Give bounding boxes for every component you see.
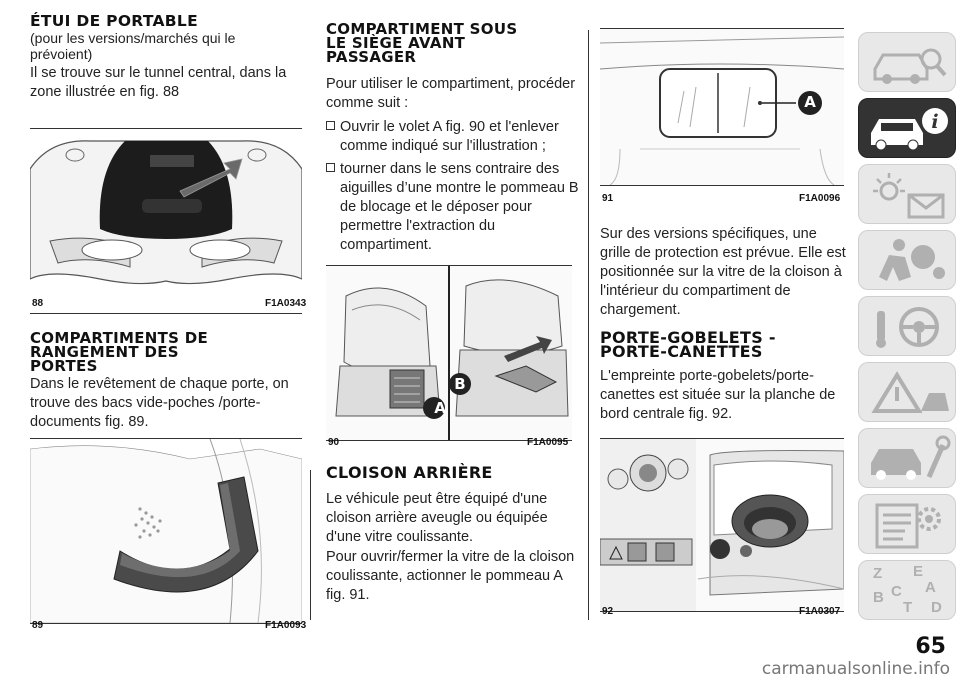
- index-letter: Z: [873, 565, 883, 582]
- section-title-compartiments: COMPARTIMENTS DE RANGEMENT DES PORTES: [30, 329, 209, 375]
- figure-number: 89: [32, 620, 44, 631]
- checkbox-bullet-icon: [326, 163, 335, 172]
- sidebar-tab-index[interactable]: Z E A B C T D: [858, 560, 956, 620]
- figure-code: F1A0307: [799, 606, 841, 617]
- paragraph: Il se trouve sur le tunnel central, dans…: [30, 65, 287, 100]
- door-pocket-illustration: [30, 439, 302, 623]
- index-letter: C: [891, 583, 902, 600]
- title-line: RANGEMENT DES: [30, 343, 179, 361]
- index-letter: B: [873, 589, 884, 606]
- watermark: carmanualsonline.info: [761, 659, 950, 679]
- section-title-sous-siege: COMPARTIMENT SOUS LE SIÈGE AVANT PASSAGE…: [326, 20, 518, 66]
- svg-text:i: i: [931, 111, 938, 133]
- figure-number: 91: [602, 193, 614, 204]
- bullet-text: Ouvrir le volet A fig. 90 et l'enlever c…: [340, 119, 559, 154]
- index-letter: A: [925, 579, 936, 596]
- paragraph: Pour ouvrir/fermer la vitre de la cloiso…: [326, 549, 575, 603]
- figure-number: 90: [328, 437, 340, 448]
- checkbox-bullet-icon: [326, 121, 335, 130]
- title-line: PASSAGER: [326, 48, 417, 66]
- callout-label-a: A: [434, 399, 446, 417]
- callout-label-a: A: [804, 93, 816, 111]
- paragraph: Pour utiliser le compartiment, procéder …: [326, 76, 576, 111]
- airbag-passenger-icon: [879, 239, 945, 281]
- paragraph: L'empreinte porte-gobelets/porte-canette…: [600, 368, 836, 422]
- figure-92: [600, 438, 844, 612]
- figure-number: 92: [602, 606, 614, 617]
- page-number: 65: [915, 634, 946, 659]
- section-title-porte-gobelets: PORTE-GOBELETS - PORTE-CANETTES: [600, 328, 776, 361]
- section-title-etui: ÉTUI DE PORTABLE: [30, 12, 198, 30]
- title-line: LE SIÈGE AVANT: [326, 34, 466, 52]
- warning-lights-icon: [873, 173, 945, 219]
- sidebar-tab-specs[interactable]: [858, 494, 956, 554]
- rear-partition-illustration: [600, 29, 844, 185]
- sidebar-tab-car-search[interactable]: [858, 32, 956, 92]
- warning-triangle-icon: [871, 371, 949, 413]
- figure-89: [30, 438, 302, 624]
- paragraph: Dans le revêtement de chaque porte, on t…: [30, 376, 289, 430]
- index-letter: D: [931, 599, 942, 616]
- sidebar-tab-steering[interactable]: [858, 296, 956, 356]
- title-line: PORTES: [30, 357, 98, 375]
- car-wrench-icon: [871, 435, 951, 480]
- title-line: COMPARTIMENTS DE: [30, 329, 209, 347]
- figure-code: F1A0096: [799, 193, 841, 204]
- bullet-item: Ouvrir le volet A fig. 90 et l'enlever c…: [326, 118, 586, 156]
- bullet-item: tourner dans le sens contraire des aigui…: [326, 160, 586, 255]
- section-title-cloison: CLOISON ARRIÈRE: [326, 463, 493, 482]
- title-line: PORTE-CANETTES: [600, 342, 763, 361]
- index-letter: E: [913, 563, 924, 580]
- paragraph: Sur des versions spécifiques, une grille…: [600, 226, 846, 318]
- sidebar-tab-car-info[interactable]: i: [858, 98, 956, 158]
- car-info-icon: i: [871, 108, 948, 151]
- figure-88: [30, 128, 302, 314]
- cup-holder-illustration: [600, 439, 844, 611]
- bullet-text: tourner dans le sens contraire des aigui…: [340, 161, 579, 253]
- title-line: COMPARTIMENT SOUS: [326, 20, 518, 38]
- figure-code: F1A0095: [527, 437, 569, 448]
- car-search-icon: [873, 48, 947, 84]
- section-subtitle: (pour les versions/marchés qui le prévoi…: [30, 30, 236, 62]
- sidebar-tab-airbag[interactable]: [858, 230, 956, 290]
- specs-gear-icon: [875, 503, 941, 549]
- seat-compartment-illustration: [326, 266, 572, 440]
- index-letter: T: [903, 599, 913, 616]
- title-line: PORTE-GOBELETS -: [600, 328, 776, 347]
- figure-code: F1A0343: [265, 298, 307, 309]
- column-divider: [588, 30, 589, 620]
- callout-label-b: B: [454, 375, 466, 393]
- phone-holder-illustration: [30, 140, 302, 285]
- paragraph: Le véhicule peut être équipé d'une clois…: [326, 491, 548, 545]
- sidebar-tab-warning[interactable]: [858, 362, 956, 422]
- figure-90: A B: [326, 265, 572, 441]
- figure-91: A: [600, 28, 844, 186]
- column-divider: [310, 470, 311, 620]
- steering-wheel-icon: [876, 307, 939, 348]
- sidebar-tab-car-wrench[interactable]: [858, 428, 956, 488]
- figure-number: 88: [32, 298, 44, 309]
- sidebar-tab-warning-lights[interactable]: [858, 164, 956, 224]
- figure-code: F1A0093: [265, 620, 307, 631]
